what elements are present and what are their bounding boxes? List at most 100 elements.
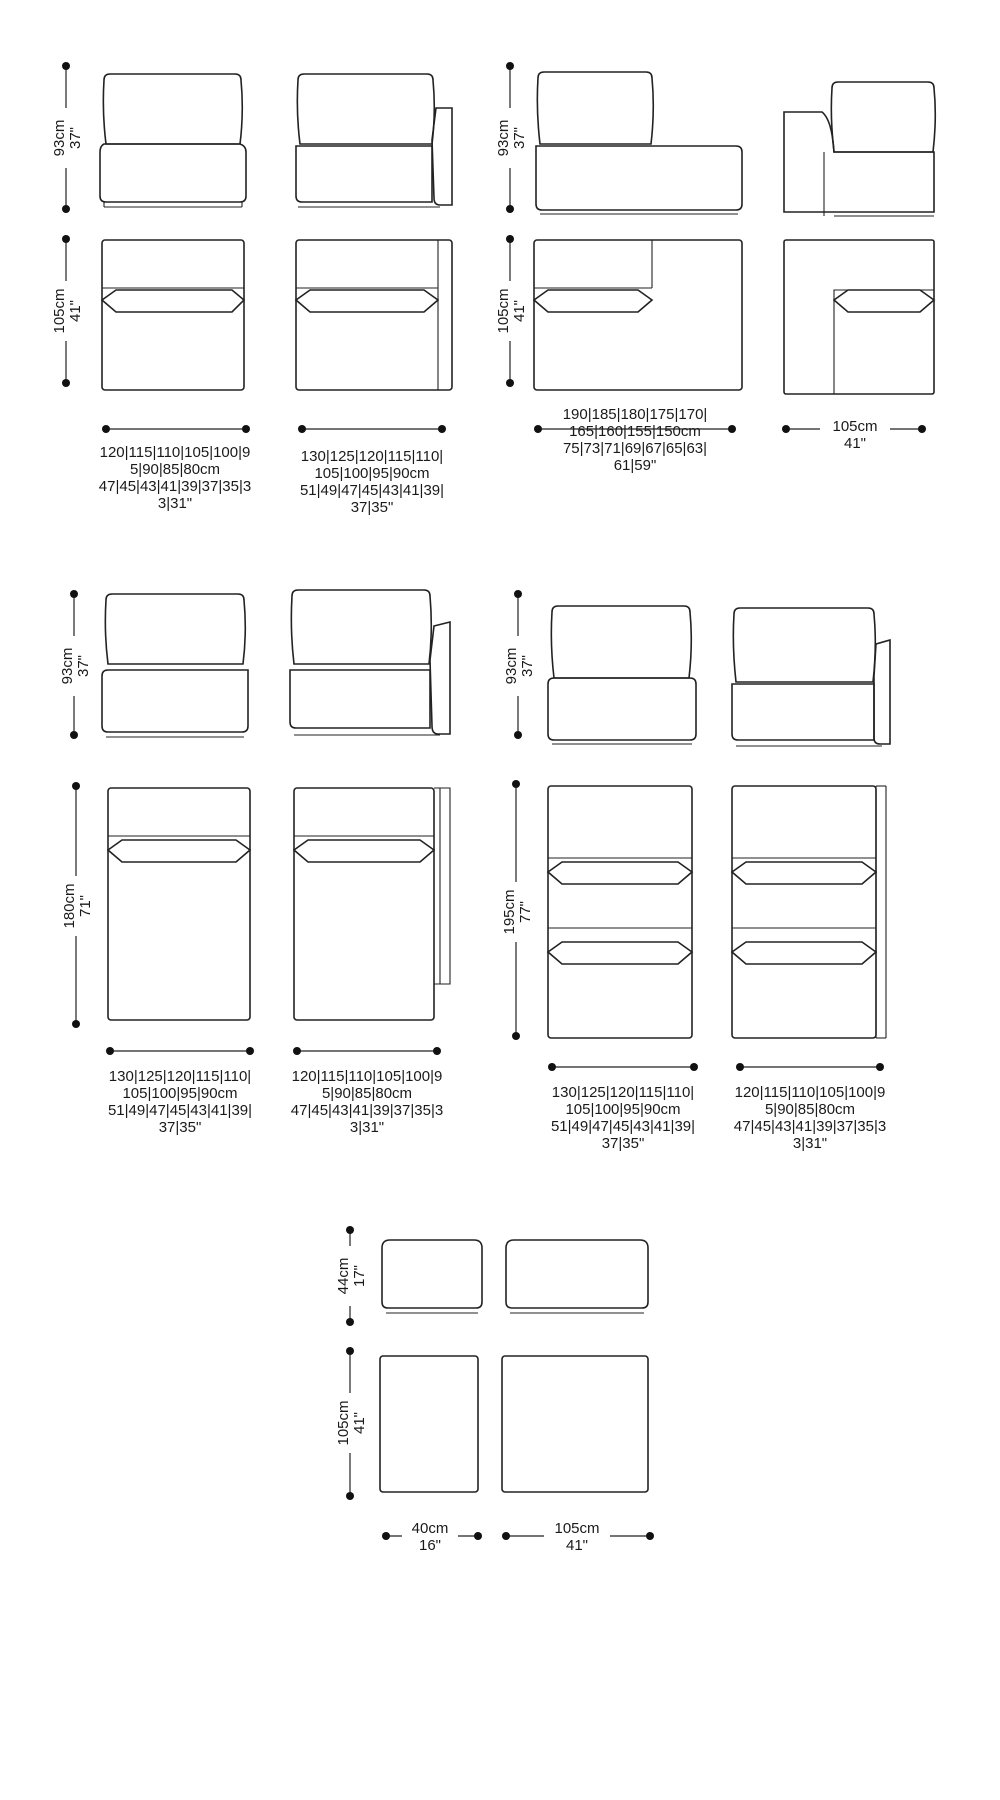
row1-width-label-a: 120|115|110|105|100|9 5|90|85|80cm 47|45… xyxy=(90,444,260,512)
row1-depth-label-left: 105cm 41" xyxy=(51,281,84,341)
armless-chair-top-view xyxy=(100,239,246,391)
large-ottoman-top-view xyxy=(501,1355,649,1493)
width-line: 105cm xyxy=(832,418,878,435)
single-chaise-left-front-view xyxy=(101,593,249,738)
width-line: 120|115|110|105|100|9 xyxy=(734,1084,886,1101)
row2-height-label-right: 93cm 37" xyxy=(503,636,536,696)
width-line: 5|90|85|80cm xyxy=(321,1085,413,1102)
depth-in: 71" xyxy=(77,895,94,918)
row1-width-dimension-a xyxy=(102,425,250,433)
row3-width-label-a: 40cm 16" xyxy=(402,1520,458,1554)
row1-width-label-b: 130|125|120|115|110| 105|100|95|90cm 51|… xyxy=(287,448,457,516)
width-line: 130|125|120|115|110| xyxy=(108,1068,252,1085)
width-line: 165|160|155|150cm xyxy=(569,423,701,440)
row1-width-dimension-b xyxy=(298,425,446,433)
height-cm: 93cm xyxy=(59,647,76,685)
corner-unit-top-view xyxy=(783,239,936,395)
width-line: 51|49|47|45|43|41|39| xyxy=(299,482,445,499)
row1-height-label-middle: 93cm 37" xyxy=(495,108,528,168)
row2-width-dimension-c xyxy=(548,1063,698,1071)
width-line: 3|31" xyxy=(157,495,193,512)
width-line: 51|49|47|45|43|41|39| xyxy=(107,1102,253,1119)
row1-width-label-c: 190|185|180|175|170| 165|160|155|150cm 7… xyxy=(550,406,720,474)
width-line: 190|185|180|175|170| xyxy=(562,406,708,423)
depth-in: 41" xyxy=(511,300,528,323)
row2-height-label-left: 93cm 37" xyxy=(59,636,92,696)
large-ottoman-front-view xyxy=(505,1239,649,1314)
row3-height-label: 44cm 17" xyxy=(335,1246,368,1306)
width-line: 37|35" xyxy=(601,1135,645,1152)
row3-depth-label: 105cm 41" xyxy=(335,1393,368,1453)
row2-depth-label-left: 180cm 71" xyxy=(61,876,94,936)
depth-cm: 105cm xyxy=(335,1400,352,1446)
depth-in: 41" xyxy=(67,300,84,323)
width-line: 41" xyxy=(565,1537,588,1554)
width-line: 105cm xyxy=(554,1520,600,1537)
width-line: 3|31" xyxy=(349,1119,385,1136)
long-chaise-right-arm-top-view xyxy=(730,785,887,1039)
single-chaise-left-top-view xyxy=(106,787,252,1021)
depth-cm: 195cm xyxy=(501,889,518,935)
single-chaise-right-arm-front-view xyxy=(289,589,451,736)
small-ottoman-front-view xyxy=(381,1239,483,1314)
armless-chair-front-view xyxy=(99,73,247,208)
width-line: 130|125|120|115|110| xyxy=(551,1084,695,1101)
row1-width-dimension-c xyxy=(534,425,736,433)
height-in: 37" xyxy=(67,127,84,150)
row1-depth-label-middle: 105cm 41" xyxy=(495,281,528,341)
width-line: 120|115|110|105|100|9 xyxy=(291,1068,443,1085)
height-in: 17" xyxy=(351,1265,368,1288)
single-chaise-right-arm-top-view xyxy=(292,787,451,1021)
height-in: 37" xyxy=(519,655,536,678)
row1-height-label-left: 93cm 37" xyxy=(51,108,84,168)
long-chaise-front-view xyxy=(547,605,697,745)
width-line: 5|90|85|80cm xyxy=(129,461,221,478)
depth-cm: 105cm xyxy=(495,288,512,334)
width-line: 16" xyxy=(418,1537,441,1554)
row2-width-dimension-a xyxy=(106,1047,254,1055)
width-line: 75|73|71|69|67|65|63| xyxy=(562,440,708,457)
width-line: 47|45|43|41|39|37|35|3 xyxy=(733,1118,887,1135)
long-chaise-right-arm-front-view xyxy=(731,607,891,747)
row2-width-dimension-d xyxy=(736,1063,884,1071)
width-line: 41" xyxy=(843,435,866,452)
depth-cm: 180cm xyxy=(61,883,78,929)
depth-in: 77" xyxy=(517,901,534,924)
width-line: 61|59" xyxy=(613,457,657,474)
height-cm: 93cm xyxy=(503,647,520,685)
row3-width-label-b: 105cm 41" xyxy=(544,1520,610,1554)
width-line: 105|100|95|90cm xyxy=(565,1101,681,1118)
depth-cm: 105cm xyxy=(51,288,68,334)
chaise-front-view xyxy=(535,71,743,215)
height-cm: 44cm xyxy=(335,1257,352,1295)
width-line: 47|45|43|41|39|37|35|3 xyxy=(290,1102,444,1119)
width-line: 3|31" xyxy=(792,1135,828,1152)
row2-width-label-b: 120|115|110|105|100|9 5|90|85|80cm 47|45… xyxy=(282,1068,452,1136)
width-line: 105|100|95|90cm xyxy=(314,465,430,482)
height-in: 37" xyxy=(75,655,92,678)
width-line: 105|100|95|90cm xyxy=(122,1085,238,1102)
depth-in: 41" xyxy=(351,1412,368,1435)
width-line: 47|45|43|41|39|37|35|3 xyxy=(98,478,252,495)
height-cm: 93cm xyxy=(495,119,512,157)
row1-width-label-d: 105cm 41" xyxy=(820,418,890,452)
right-arm-chair-front-view xyxy=(295,73,453,208)
row2-width-dimension-b xyxy=(293,1047,441,1055)
row2-width-label-a: 130|125|120|115|110| 105|100|95|90cm 51|… xyxy=(95,1068,265,1136)
width-line: 5|90|85|80cm xyxy=(764,1101,856,1118)
small-ottoman-top-view xyxy=(379,1355,479,1493)
width-line: 40cm xyxy=(411,1520,449,1537)
width-line: 120|115|110|105|100|9 xyxy=(99,444,251,461)
height-in: 37" xyxy=(511,127,528,150)
width-line: 37|35" xyxy=(158,1119,202,1136)
width-line: 37|35" xyxy=(350,499,394,516)
corner-unit-front-view xyxy=(783,81,937,217)
row2-width-label-c: 130|125|120|115|110| 105|100|95|90cm 51|… xyxy=(538,1084,708,1152)
chaise-top-view xyxy=(532,239,743,391)
height-cm: 93cm xyxy=(51,119,68,157)
width-line: 51|49|47|45|43|41|39| xyxy=(550,1118,696,1135)
right-arm-chair-top-view xyxy=(294,239,453,391)
row2-depth-label-right: 195cm 77" xyxy=(501,882,534,942)
row2-width-label-d: 120|115|110|105|100|9 5|90|85|80cm 47|45… xyxy=(725,1084,895,1152)
